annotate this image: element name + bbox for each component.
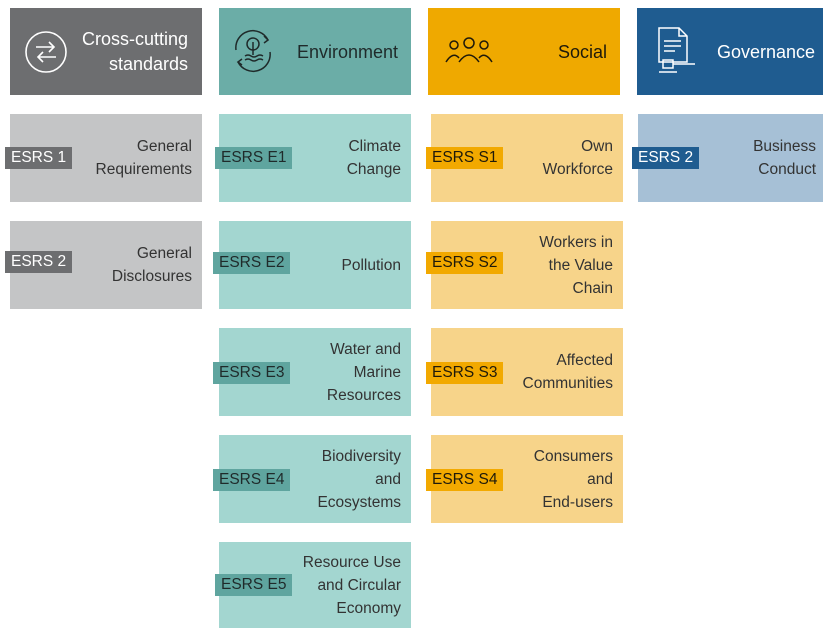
card-esrs-e4: Biodiversity and Ecosystems — [219, 435, 411, 523]
header-environment: Environment — [219, 8, 411, 95]
header-governance: Governance — [637, 8, 823, 95]
card-label: Affected Communities — [522, 352, 613, 392]
card-label: General Disclosures — [111, 245, 192, 285]
card-label: Biodiversity and Ecosystems — [317, 447, 401, 511]
people-group-icon — [445, 37, 493, 63]
standard-code-tag: ESRS 2 — [5, 251, 73, 273]
document-gavel-icon — [658, 27, 695, 73]
card-label: General Requirements — [95, 138, 193, 178]
card-label: Water and Marine Resources — [326, 340, 401, 404]
card-label: Own Workforce — [542, 138, 613, 178]
card-label: Resource Use and Circular Economy — [302, 553, 401, 617]
card-label: Business Conduct — [753, 138, 816, 178]
standard-code-tag: ESRS E3 — [213, 362, 291, 384]
header-cross-cutting: Cross-cutting standards — [10, 8, 202, 95]
standard-code-tag: ESRS S4 — [426, 469, 504, 491]
standard-code-tag: ESRS E1 — [215, 147, 293, 169]
card-esrs-e1: Climate Change — [219, 114, 411, 202]
standard-code-tag: ESRS E4 — [213, 469, 291, 491]
standard-code-tag: ESRS S1 — [426, 147, 504, 169]
header-environment-title: Environment — [296, 42, 398, 62]
header-governance-title: Governance — [716, 42, 815, 62]
header-social: Social — [428, 8, 620, 95]
header-cross-cutting-title: Cross-cutting standards — [81, 29, 188, 74]
standard-code-tag: ESRS 2 — [632, 147, 700, 169]
tree-water-icon — [235, 30, 271, 72]
standard-code-tag: ESRS E5 — [215, 574, 293, 596]
card-label: Climate Change — [346, 138, 401, 178]
standard-code-tag: ESRS E2 — [213, 252, 291, 274]
card-label: Workers in the Value Chain — [539, 233, 613, 297]
header-social-title: Social — [557, 42, 607, 62]
exchange-arrows-icon — [25, 31, 67, 73]
standard-code-tag: ESRS 1 — [5, 147, 73, 169]
standard-code-tag: ESRS S3 — [426, 362, 504, 384]
standard-code-tag: ESRS S2 — [426, 252, 504, 274]
card-label: Pollution — [341, 256, 401, 274]
card-label: Consumers and End-users — [533, 447, 613, 511]
